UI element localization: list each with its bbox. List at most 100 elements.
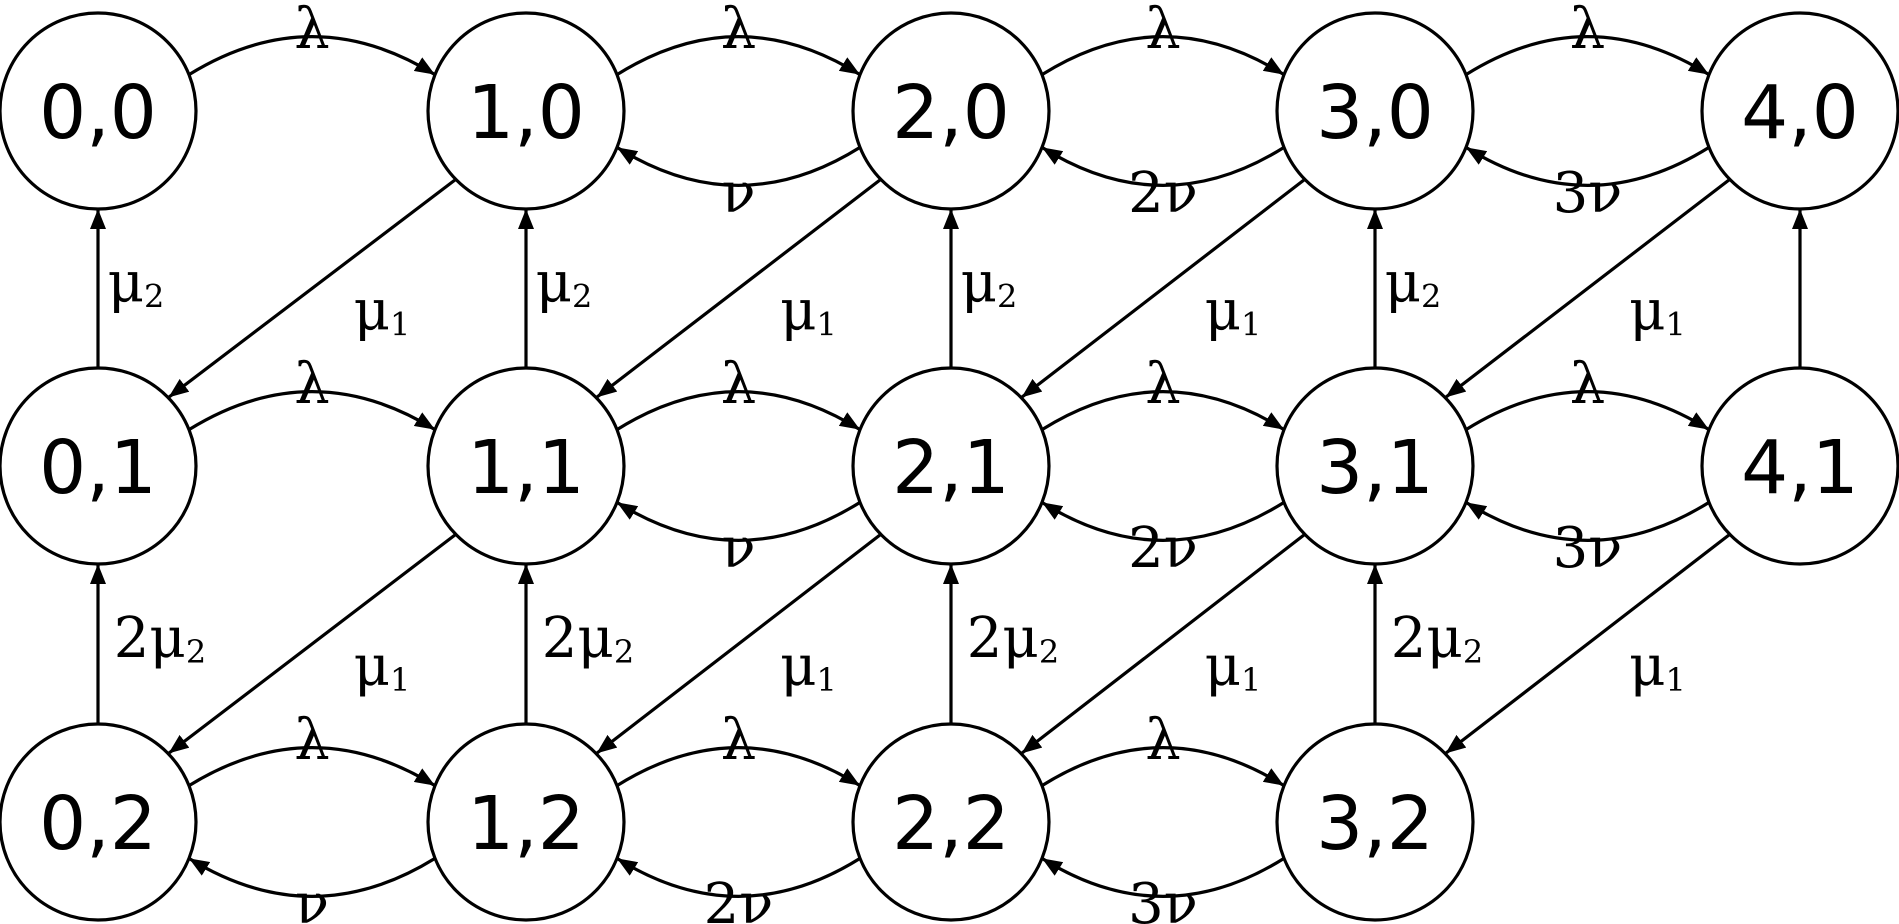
state-node-1-1: 1,1	[426, 366, 626, 566]
state-node-2-2: 2,2	[851, 722, 1051, 922]
edge-3-1-to-3-0-label: μ2	[1385, 250, 1442, 316]
edge-1-0-to-0-1	[167, 178, 457, 399]
state-circle	[1700, 366, 1899, 566]
edge-2-0-to-3-0-label: λ	[1145, 0, 1181, 62]
edge-3-1-to-2-1	[1041, 500, 1285, 542]
edge-0-1-to-0-0-label: μ2	[108, 250, 165, 316]
state-label: 1,0	[467, 70, 585, 156]
state-label: 1,1	[467, 425, 585, 511]
edge-0-1-to-1-1-label: λ	[294, 352, 330, 417]
state-circle	[851, 366, 1051, 566]
state-label: 3,1	[1316, 425, 1434, 511]
edge-0-2-to-1-2-label: λ	[294, 708, 330, 773]
edge-2-1-to-1-1	[616, 500, 861, 542]
state-label: 1,2	[467, 781, 585, 867]
state-node-1-2: 1,2	[426, 722, 626, 922]
edge-0-1-to-1-1	[188, 390, 436, 432]
edge-1-1-to-0-2	[167, 533, 457, 755]
edge-0-2-to-0-1-label: 2μ2	[114, 606, 206, 672]
state-circle	[426, 722, 626, 922]
edge-1-2-to-0-2	[188, 856, 436, 898]
edge-3-1-to-2-2-label: μ1	[1205, 634, 1262, 700]
edge-1-2-to-2-2-label: λ	[721, 708, 757, 773]
edge-2-1-to-3-1-label: λ	[1145, 352, 1181, 417]
state-node-3-1: 3,1	[1275, 366, 1475, 566]
edge-2-2-to-3-2-label: λ	[1145, 708, 1181, 773]
edge-4-0-to-3-1	[1444, 178, 1731, 399]
edge-1-0-to-2-0	[616, 35, 861, 77]
edge-1-2-to-2-2	[616, 746, 861, 788]
state-label: 3,0	[1316, 70, 1434, 156]
edge-1-2-to-0-2-label: ν	[295, 872, 329, 924]
state-label: 2,2	[892, 781, 1010, 867]
state-label: 0,2	[39, 781, 157, 867]
state-circle	[1275, 366, 1475, 566]
state-node-0-1: 0,1	[0, 366, 198, 566]
edge-2-2-to-1-2	[616, 856, 861, 898]
edge-2-0-to-3-0	[1041, 35, 1285, 77]
state-node-1-0: 1,0	[426, 11, 626, 211]
edge-4-1-to-3-2	[1444, 533, 1731, 755]
state-circle	[851, 11, 1051, 211]
edge-labels-layer: λ λ λ λ ν 2ν 3ν λ λ λ λ ν 2ν 3ν λ λ λ ν 2ν 3ν μ2 μ2 μ2 μ2 2μ2 2μ2…	[108, 0, 1686, 924]
edge-3-1-to-2-1-label: 2ν	[1128, 516, 1198, 581]
state-label: 4,0	[1741, 70, 1859, 156]
edge-4-1-to-3-1-label: 3ν	[1553, 516, 1623, 581]
state-label: 2,1	[892, 425, 1010, 511]
state-circle	[1275, 11, 1475, 211]
edge-2-1-to-3-1	[1041, 390, 1285, 432]
edge-2-1-to-2-0-label: μ2	[961, 250, 1018, 316]
edge-2-0-to-1-1	[595, 178, 882, 399]
edge-0-0-to-1-0	[188, 35, 436, 77]
edge-3-0-to-2-0	[1041, 145, 1285, 187]
edge-1-1-to-2-1-label: λ	[721, 352, 757, 417]
edge-4-1-to-3-2-label: μ1	[1629, 634, 1686, 700]
state-node-3-0: 3,0	[1275, 11, 1475, 211]
state-node-4-0: 4,0	[1700, 11, 1899, 211]
edge-0-2-to-1-2	[188, 746, 436, 788]
state-circle	[426, 11, 626, 211]
state-label: 3,2	[1316, 781, 1434, 867]
nodes-layer: 0,0 1,0 2,0 3,0 4,0 0,1 1,1 2,1 3,1 4,1 0,2 1,2 2,2 3…	[0, 11, 1899, 922]
state-circle	[0, 722, 198, 922]
state-label: 2,0	[892, 70, 1010, 156]
edge-3-0-to-2-0-label: 2ν	[1128, 161, 1198, 226]
edge-2-1-to-1-2-label: μ1	[780, 634, 837, 700]
edge-2-1-to-1-1-label: ν	[721, 516, 755, 581]
edge-2-2-to-1-2-label: 2ν	[704, 872, 774, 924]
state-node-0-0: 0,0	[0, 11, 198, 211]
state-label: 4,1	[1741, 425, 1859, 511]
edge-4-0-to-3-0	[1465, 145, 1710, 187]
state-circle	[426, 366, 626, 566]
edge-1-0-to-2-0-label: λ	[721, 0, 757, 62]
edge-2-1-to-1-2	[595, 533, 882, 755]
edge-3-2-to-3-1-label: 2μ2	[1391, 606, 1483, 672]
edge-2-2-to-3-2	[1041, 746, 1285, 788]
edge-4-0-to-3-0-label: 3ν	[1553, 161, 1623, 226]
edge-1-1-to-0-2-label: μ1	[354, 634, 411, 700]
edge-3-1-to-4-1-label: λ	[1570, 352, 1606, 417]
state-node-4-1: 4,1	[1700, 366, 1899, 566]
edge-3-0-to-4-0	[1465, 35, 1710, 77]
edge-1-0-to-0-1-label: μ1	[354, 278, 411, 344]
edges-layer	[90, 35, 1808, 898]
edge-4-0-to-3-1-label: μ1	[1629, 278, 1686, 344]
edge-3-0-to-4-0-label: λ	[1570, 0, 1606, 62]
edge-0-0-to-1-0-label: λ	[294, 0, 330, 62]
edge-3-2-to-2-2-label: 3ν	[1128, 872, 1198, 924]
state-label: 0,0	[39, 70, 157, 156]
state-node-0-2: 0,2	[0, 722, 198, 922]
state-circle	[1700, 11, 1899, 211]
edge-1-1-to-1-0-label: μ2	[536, 250, 593, 316]
edge-4-1-to-3-1	[1465, 500, 1710, 542]
state-circle	[0, 11, 198, 211]
state-circle	[0, 366, 198, 566]
edge-2-0-to-1-1-label: μ1	[780, 278, 837, 344]
edge-3-2-to-2-2	[1041, 856, 1285, 898]
edge-1-2-to-1-1-label: 2μ2	[542, 606, 634, 672]
edge-3-0-to-2-1-label: μ1	[1205, 278, 1262, 344]
edge-1-1-to-2-1	[616, 390, 861, 432]
edge-2-0-to-1-0-label: ν	[721, 161, 755, 226]
state-node-2-0: 2,0	[851, 11, 1051, 211]
